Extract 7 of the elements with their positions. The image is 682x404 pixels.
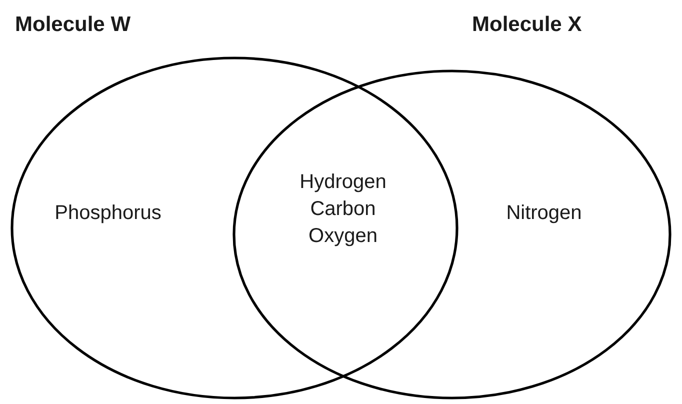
overlap-item-text: Carbon bbox=[310, 199, 376, 219]
set-item-text: Nitrogen bbox=[506, 203, 582, 223]
set-heading: Molecule W bbox=[15, 14, 131, 35]
overlap-item-text: Oxygen bbox=[308, 226, 378, 246]
overlap-item-text: Hydrogen bbox=[300, 172, 386, 192]
set-item-text: Phosphorus bbox=[54, 203, 162, 223]
set-heading: Molecule X bbox=[472, 14, 582, 35]
